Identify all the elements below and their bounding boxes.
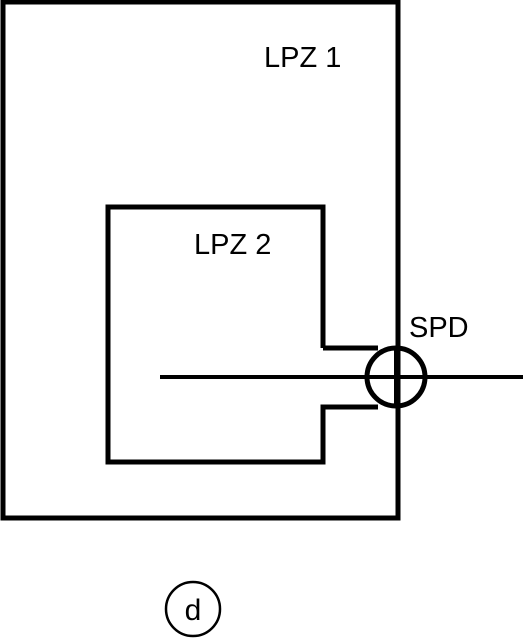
zone-lpz1-label: LPZ 1 <box>264 42 341 74</box>
spd-label: SPD <box>409 312 469 344</box>
figure-marker-circle <box>164 580 222 638</box>
figure-marker-label: d <box>185 594 202 627</box>
zone-lpz1-boundary <box>0 0 401 521</box>
zone-lpz2-label: LPZ 2 <box>194 229 271 261</box>
zone-lpz2-boundary <box>105 204 378 465</box>
